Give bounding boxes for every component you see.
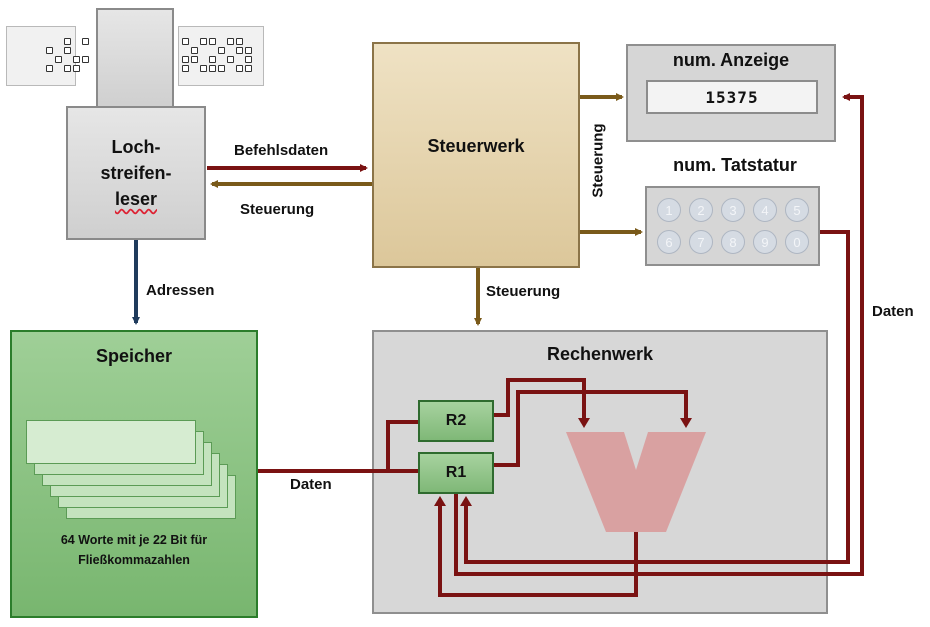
tape-hole: [46, 65, 53, 72]
tape-hole: [191, 47, 198, 54]
tape-hole: [64, 65, 71, 72]
tape-hole: [191, 56, 198, 63]
tape-holes-right: [182, 38, 252, 78]
register-r2-label: R2: [445, 412, 467, 429]
tape-hole: [64, 38, 71, 45]
label-steuerung-left: Steuerung: [240, 201, 315, 218]
lochstreifenleser-title: Loch- streifen- leser: [68, 134, 204, 212]
tape-hole: [218, 65, 225, 72]
memory-sheets: [26, 420, 246, 530]
register-r2: R2: [418, 400, 494, 442]
keypad-key-9[interactable]: 9: [753, 230, 777, 254]
label-daten-left: Daten: [290, 476, 332, 493]
tape-hole: [46, 47, 53, 54]
tape-hole: [227, 38, 234, 45]
label-daten-right: Daten: [872, 303, 914, 320]
rechenwerk-title: Rechenwerk: [546, 344, 654, 364]
keypad-key-1[interactable]: 1: [657, 198, 681, 222]
keypad-key-2[interactable]: 2: [689, 198, 713, 222]
label-adressen: Adressen: [146, 282, 215, 299]
tape-hole: [218, 47, 225, 54]
tape-hole: [182, 65, 189, 72]
speicher-block: Speicher 64 Worte mit je 22 Bit für Flie…: [10, 330, 258, 618]
reader-line-1: Loch-: [111, 137, 161, 157]
tape-hole: [82, 56, 89, 63]
keypad-key-7[interactable]: 7: [689, 230, 713, 254]
keypad-key-6[interactable]: 6: [657, 230, 681, 254]
reader-line-2: streifen-: [100, 163, 172, 183]
label-steuerung-down: Steuerung: [486, 283, 561, 300]
speicher-description: 64 Worte mit je 22 Bit für Fließkommazah…: [12, 530, 256, 570]
tape-hole: [200, 65, 207, 72]
speicher-title: Speicher: [95, 346, 173, 366]
lochstreifenleser-block: Loch- streifen- leser: [66, 106, 206, 240]
tape-hole: [227, 56, 234, 63]
memory-word-sheet: [26, 420, 196, 464]
label-befehlsdaten: Befehlsdaten: [234, 142, 329, 159]
tape-hole: [182, 38, 189, 45]
anzeige-block: num. Anzeige 15375: [626, 44, 836, 142]
register-r1-label: R1: [445, 464, 467, 481]
tape-hole: [64, 47, 71, 54]
tape-hole: [209, 38, 216, 45]
tape-hole: [209, 65, 216, 72]
steuerwerk-title: Steuerwerk: [427, 136, 525, 156]
lochstreifenleser-neck: [96, 8, 174, 108]
tape-hole: [236, 47, 243, 54]
tape-holes-left: [46, 38, 92, 78]
tastatur-title: num. Tatstatur: [673, 155, 797, 175]
tape-hole: [236, 38, 243, 45]
keypad-key-4[interactable]: 4: [753, 198, 777, 222]
tape-hole: [73, 65, 80, 72]
register-r1: R1: [418, 452, 494, 494]
keypad-key-0[interactable]: 0: [785, 230, 809, 254]
tape-hole: [209, 56, 216, 63]
speicher-description-line-1: 64 Worte mit je 22 Bit für: [60, 533, 208, 547]
punched-tape: [6, 26, 264, 86]
tape-hole: [82, 38, 89, 45]
speicher-description-line-2: Fließkommazahlen: [78, 553, 190, 567]
keypad-key-8[interactable]: 8: [721, 230, 745, 254]
reader-line-3: leser: [114, 189, 158, 209]
anzeige-value: 15375: [705, 87, 759, 107]
tape-hole: [245, 65, 252, 72]
tape-hole: [245, 47, 252, 54]
keypad-key-3[interactable]: 3: [721, 198, 745, 222]
tape-hole: [245, 56, 252, 63]
label-steuerung-vertical: Steuerung: [589, 123, 607, 198]
tape-hole: [236, 65, 243, 72]
steuerwerk-block: Steuerwerk: [372, 42, 580, 268]
anzeige-title: num. Anzeige: [672, 50, 790, 70]
anzeige-display: 15375: [646, 80, 818, 114]
tape-hole: [182, 56, 189, 63]
tape-hole: [73, 56, 80, 63]
keypad-key-5[interactable]: 5: [785, 198, 809, 222]
tape-hole: [55, 56, 62, 63]
tape-hole: [200, 38, 207, 45]
